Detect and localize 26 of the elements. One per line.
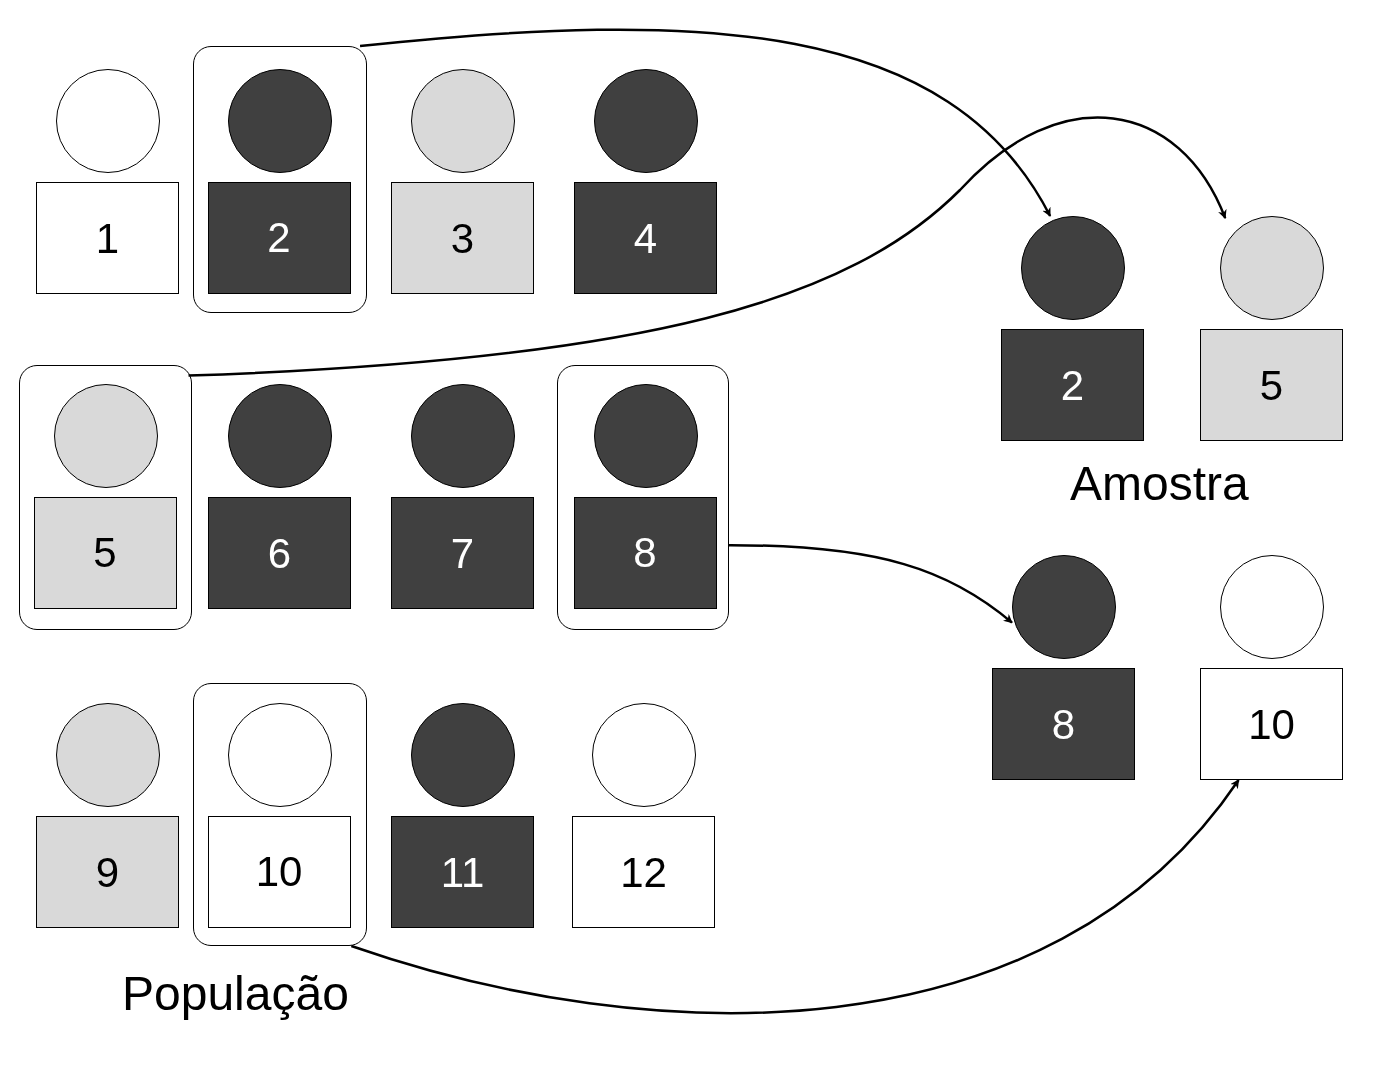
curved-arrow [729,543,1013,624]
numbered-body-box: 11 [391,816,534,928]
numbered-body-box: 5 [1200,329,1343,441]
numbered-body-box: 7 [391,497,534,609]
numbered-body-box: 3 [391,182,534,294]
group-label: População [122,970,349,1018]
selection-frame [193,46,367,313]
numbered-body-box: 2 [1001,329,1144,441]
numbered-body-box: 4 [574,182,717,294]
numbered-body-box: 6 [208,497,351,609]
numbered-body-box: 8 [992,668,1135,780]
numbered-body-box: 10 [1200,668,1343,780]
numbered-body-box: 10 [207,815,351,928]
selection-frame [19,365,192,630]
curved-arrow [188,116,1227,377]
selection-frame [193,683,367,946]
numbered-body-box: 1 [36,182,179,294]
numbered-body-box: 5 [33,496,177,609]
numbered-body-box: 12 [572,816,715,928]
curved-arrow [359,28,1052,217]
numbered-body-box: 2 [207,181,351,294]
curved-arrow [350,779,1240,1015]
numbered-body-box: 9 [36,816,179,928]
numbered-body-box: 8 [573,496,717,609]
group-label: Amostra [1070,460,1249,508]
selection-frame [557,365,729,630]
